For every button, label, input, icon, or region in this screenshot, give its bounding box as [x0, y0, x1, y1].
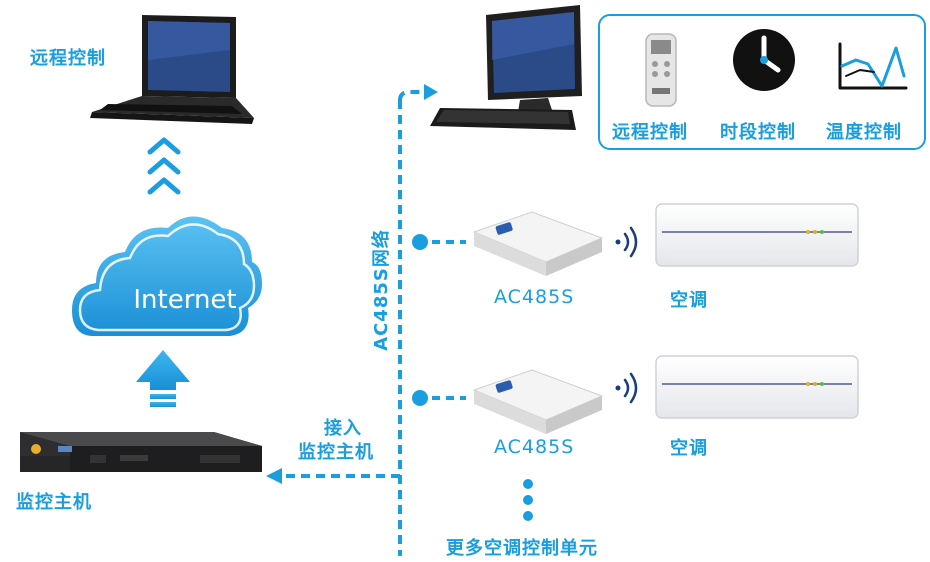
bus-to-pc-line — [400, 92, 422, 100]
access-label-line2: 监控主机 — [298, 438, 374, 464]
ac485s-device-icon-1 — [474, 212, 602, 276]
unit-1-tap — [412, 234, 466, 250]
more-units-ellipsis — [523, 479, 533, 521]
air-conditioner-icon-2 — [656, 356, 858, 418]
ac485s-device-icon-2 — [474, 370, 602, 434]
laptop-icon — [90, 15, 254, 124]
unit-2-tap — [412, 390, 466, 406]
network-label: AC485S网络 — [367, 229, 393, 351]
air-conditioner-icon-1 — [656, 204, 858, 266]
upload-arrow-icon — [136, 350, 190, 407]
internet-cloud-icon — [72, 217, 262, 337]
unit-2-ac-label: 空调 — [670, 434, 708, 460]
panel-item-label-temperature: 温度控制 — [826, 118, 902, 144]
more-units-label: 更多空调控制单元 — [446, 534, 598, 560]
monitor-host-device-icon — [20, 432, 262, 472]
unit-1-device-label: AC485S — [494, 286, 574, 308]
desktop-computer-icon — [430, 5, 582, 130]
unit-2-device-label: AC485S — [494, 436, 574, 458]
panel-item-label-remote: 远程控制 — [612, 118, 688, 144]
upload-chevrons-icon — [150, 140, 178, 192]
unit-1-ac-label: 空调 — [670, 286, 708, 312]
access-label-line1: 接入 — [324, 414, 362, 440]
remote-control-label: 远程控制 — [30, 44, 106, 70]
panel-item-label-schedule: 时段控制 — [720, 118, 796, 144]
internet-label: Internet — [133, 285, 236, 315]
monitor-host-label: 监控主机 — [16, 488, 92, 514]
bus-to-host-arrowhead — [266, 468, 282, 484]
bus-to-pc-arrowhead — [424, 84, 438, 100]
wireless-signal-icon-2 — [616, 374, 637, 402]
wireless-signal-icon-1 — [616, 228, 637, 256]
